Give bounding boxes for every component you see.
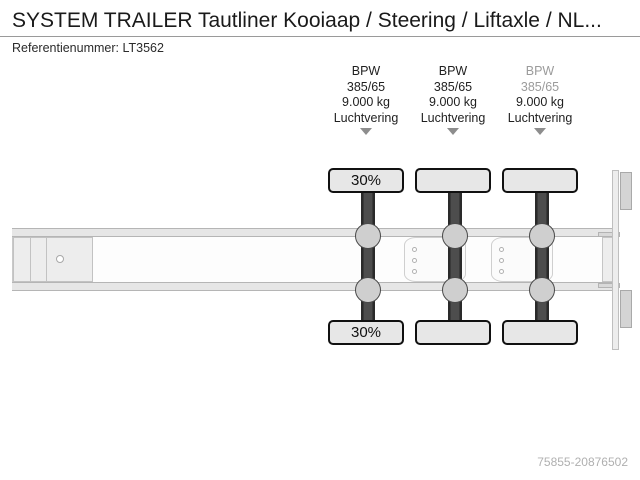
axle-tyre-size: 385/65 (520, 79, 560, 94)
axle-spec-3: BPW 385/65 9.000 kg Luchtvering (485, 64, 595, 135)
tyre-tread-top (502, 168, 578, 193)
rear-frame-post (612, 170, 619, 350)
axle-assembly-3 (500, 150, 580, 360)
rear-bracket (598, 232, 620, 237)
reference-number: Referentienummer: LT3562 (12, 41, 164, 55)
axle-brand: BPW (525, 64, 555, 78)
axle-beam-core (364, 186, 372, 328)
axle-capacity: 9.000 kg (429, 95, 477, 109)
image-watermark-id: 75855-20876502 (537, 455, 628, 469)
bolt-hole-icon (412, 258, 417, 263)
axle-suspension: Luchtvering (420, 110, 486, 125)
chassis-rail-top (12, 228, 616, 237)
chassis-rail-bottom (12, 282, 616, 291)
axle-beam-core (451, 186, 459, 328)
caret-down-icon (534, 128, 546, 135)
axle-tyre-size: 385/65 (346, 79, 386, 94)
page-title: SYSTEM TRAILER Tautliner Kooiaap / Steer… (12, 9, 602, 32)
axle-capacity: 9.000 kg (342, 95, 390, 109)
tyre-tread-top: 30% (328, 168, 404, 193)
rear-bracket (598, 283, 620, 288)
axle-capacity: 9.000 kg (516, 95, 564, 109)
trailer-schematic: 30% 30% (0, 150, 640, 370)
bolt-hole-icon (499, 247, 504, 252)
kingpin-divider (30, 237, 31, 282)
wheel-hub-icon (529, 277, 555, 303)
axle-brand: BPW (351, 64, 381, 78)
axle-beam-core (538, 186, 546, 328)
axle-assembly-2 (413, 150, 493, 360)
axle-tyre-size: 385/65 (433, 79, 473, 94)
kingpin-divider (46, 237, 47, 282)
rear-lamp (620, 172, 632, 210)
tyre-tread-bottom (415, 320, 491, 345)
wheel-hub-icon (442, 223, 468, 249)
axle-spec-1: BPW 385/65 9.000 kg Luchtvering (311, 64, 421, 135)
axle-suspension: Luchtvering (507, 110, 573, 125)
rear-lamp (620, 290, 632, 328)
axle-brand: BPW (438, 64, 468, 78)
tyre-tread-bottom (502, 320, 578, 345)
wheel-hub-icon (355, 223, 381, 249)
kingpin-plate-secondary (46, 237, 93, 282)
header-divider (0, 36, 640, 37)
caret-down-icon (447, 128, 459, 135)
caret-down-icon (360, 128, 372, 135)
axle-spec-2: BPW 385/65 9.000 kg Luchtvering (398, 64, 508, 135)
kingpin-circle-icon (56, 255, 64, 263)
wheel-hub-icon (442, 277, 468, 303)
bolt-hole-icon (499, 269, 504, 274)
axle-suspension: Luchtvering (333, 110, 399, 125)
bolt-hole-icon (412, 269, 417, 274)
tyre-tread-top (415, 168, 491, 193)
wheel-hub-icon (529, 223, 555, 249)
wheel-hub-icon (355, 277, 381, 303)
axle-assembly-1: 30% 30% (326, 150, 406, 360)
bolt-hole-icon (412, 247, 417, 252)
tyre-tread-bottom: 30% (328, 320, 404, 345)
bolt-hole-icon (499, 258, 504, 263)
